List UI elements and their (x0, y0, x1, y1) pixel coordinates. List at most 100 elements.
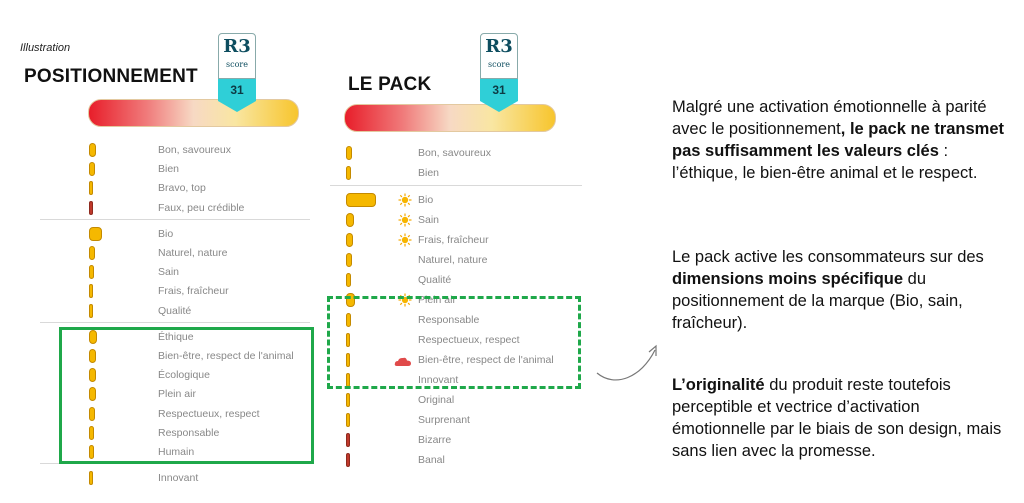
r3-logo: R3 (223, 36, 251, 57)
attribute-bar (346, 273, 351, 287)
attribute-bar (89, 265, 94, 280)
r3-logo: R3 (485, 36, 513, 57)
attribute-bar (89, 143, 96, 157)
attribute-row: Frais, fraîcheur (330, 230, 590, 250)
attribute-label: Bien (158, 163, 180, 176)
attribute-row: Qualité (330, 270, 590, 290)
attribute-label: Éthique (158, 330, 194, 343)
attribute-row: Innovant (40, 468, 310, 488)
attribute-bar (346, 313, 351, 327)
attribute-row: Faux, peu crédible (40, 198, 310, 218)
attribute-label: Bien-être, respect de l'animal (158, 350, 294, 362)
attribute-row: Humain (40, 442, 310, 462)
attribute-bar (89, 425, 94, 440)
attribute-label: Bravo, top (158, 182, 206, 195)
attribute-row: Sain (330, 210, 590, 230)
attribute-row: Naturel, nature (40, 243, 310, 263)
attribute-label: Bio (418, 194, 434, 206)
attribute-bar (89, 349, 96, 363)
attribute-row: Sain (40, 262, 310, 282)
attribute-row: Responsable (40, 423, 310, 443)
right-score-gauge (344, 104, 556, 132)
attribute-label: Respectueux, respect (418, 334, 520, 346)
attribute-bar (346, 413, 350, 427)
curved-arrow-icon (596, 344, 657, 381)
attribute-label: Sain (418, 214, 440, 226)
attribute-bar (89, 406, 95, 421)
attribute-label: Responsable (158, 426, 220, 439)
sun-icon (398, 213, 412, 227)
attribute-bar (89, 200, 93, 215)
attribute-row: Surprenant (330, 410, 590, 430)
attribute-label: Faux, peu crédible (158, 201, 245, 214)
score-word: score (226, 60, 248, 69)
illustration-caption: Illustration (20, 42, 71, 54)
attribute-label: Bizarre (418, 434, 452, 446)
cloud-icon (394, 354, 412, 366)
attribute-row: Bien (40, 159, 310, 179)
attribute-row: Respectueux, respect (40, 404, 310, 424)
attribute-row: Frais, fraîcheur (40, 281, 310, 301)
attribute-label: Respectueux, respect (158, 407, 260, 420)
analysis-paragraph-3: L’originalité du produit reste toutefois… (672, 376, 1002, 460)
attribute-label: Naturel, nature (418, 254, 488, 266)
attribute-bar (346, 253, 352, 267)
attribute-label: Banal (418, 454, 445, 466)
left-r3m-badge: R3 score 31 (218, 33, 256, 112)
sun-icon (398, 193, 412, 207)
attribute-row: Responsable (330, 310, 590, 330)
attribute-bar (346, 393, 350, 407)
group-separator (40, 218, 310, 220)
attribute-bar (89, 226, 102, 241)
attribute-label: Responsable (418, 314, 480, 326)
attribute-bar (346, 146, 352, 160)
attribute-label: Frais, fraîcheur (158, 285, 229, 298)
attribute-row: Qualité (40, 301, 310, 321)
attribute-bar (89, 303, 93, 318)
attribute-bar (89, 284, 93, 299)
attribute-bar (346, 433, 350, 447)
attribute-label: Humain (158, 446, 195, 458)
attribute-row: Bon, savoureux (330, 143, 590, 163)
attribute-label: Frais, fraîcheur (418, 234, 489, 246)
attribute-bar (346, 293, 355, 307)
attribute-bar (89, 246, 95, 260)
attribute-label: Bon, savoureux (418, 147, 491, 159)
attribute-label: Surprenant (418, 414, 470, 426)
right-highlight-box (327, 296, 581, 389)
attribute-label: Plein air (158, 388, 196, 401)
attribute-bar (346, 333, 350, 347)
sun-icon (398, 233, 412, 247)
attribute-row: Respectueux, respect (330, 330, 590, 350)
attribute-row: Plein air (40, 384, 310, 404)
attribute-bar (89, 445, 94, 459)
attribute-bar (346, 353, 350, 367)
attribute-label: Sain (158, 266, 180, 279)
attribute-row: Naturel, nature (330, 250, 590, 270)
attribute-row: Bien-être, respect de l'animal (40, 346, 310, 366)
attribute-bar (89, 162, 95, 177)
attribute-row: Bien-être, respect de l'animal (330, 350, 590, 370)
group-separator (330, 185, 582, 186)
attribute-bar (346, 213, 354, 227)
attribute-label: Innovant (418, 374, 459, 386)
right-heading: LE PACK (348, 74, 432, 95)
attribute-bar (89, 368, 96, 383)
attribute-row: Écologique (40, 365, 310, 385)
attribute-label: Écologique (158, 369, 210, 382)
attribute-bar (346, 193, 376, 207)
group-separator (40, 321, 310, 323)
attribute-label: Bien-être, respect de l'animal (418, 354, 554, 366)
left-score-value: 31 (218, 79, 256, 101)
attribute-label: Original (418, 394, 455, 406)
attribute-bar (346, 453, 350, 467)
attribute-row: Banal (330, 450, 590, 470)
left-heading: POSITIONNEMENT (24, 66, 198, 87)
score-word: score (488, 60, 510, 69)
attribute-label: Bon, savoureux (158, 144, 231, 156)
attribute-bar (89, 329, 97, 344)
attribute-row: Bon, savoureux (40, 140, 310, 160)
attribute-bar (89, 387, 96, 402)
